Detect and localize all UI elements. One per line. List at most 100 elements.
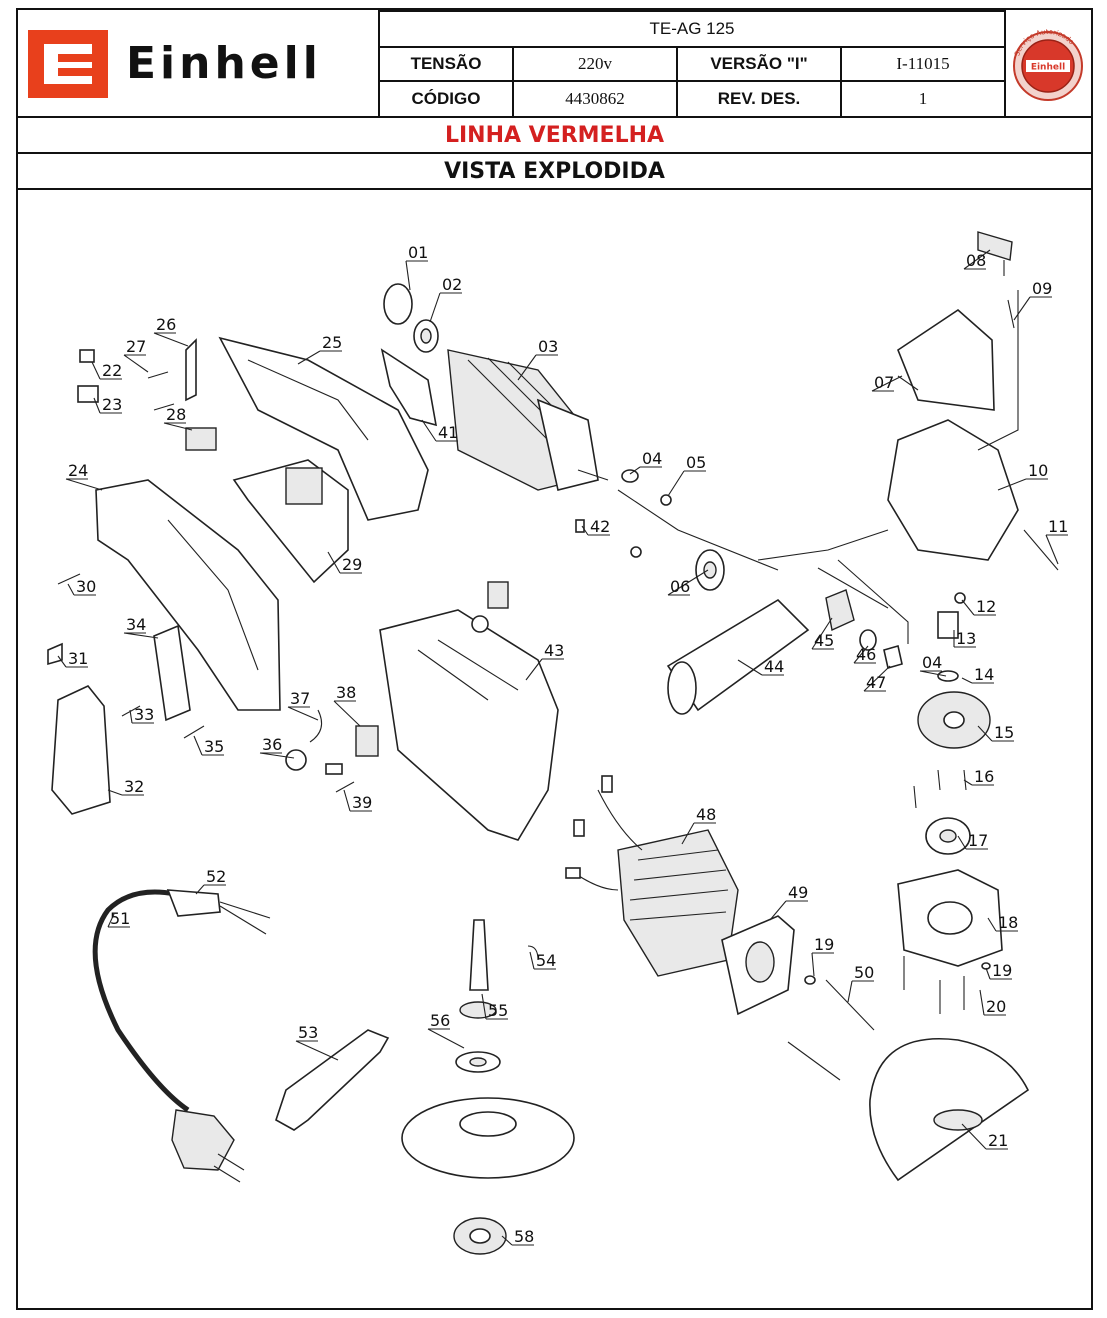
- part-callout: 20: [979, 989, 1006, 1016]
- part-callout: 49: [769, 883, 808, 921]
- authorized-service-seal: Serviço Autorizado Einhell: [1004, 10, 1091, 118]
- part-leader-line: [871, 375, 903, 392]
- part-number-label: 58: [514, 1227, 534, 1246]
- part-callout: 23: [93, 395, 122, 414]
- part-leader-line: [961, 1123, 987, 1150]
- part-leader-line: [847, 980, 853, 1003]
- part-number-label: 48: [696, 805, 716, 824]
- part-number-label: 21: [988, 1131, 1008, 1150]
- part-leader-line: [581, 525, 589, 536]
- part-number-label: 22: [102, 361, 122, 380]
- part-callout: 53: [295, 1023, 339, 1061]
- part-number-label: 38: [336, 683, 356, 702]
- part-number-label: 25: [322, 333, 342, 352]
- part-callout: 08: [963, 249, 991, 270]
- part-leader-line: [481, 993, 487, 1020]
- part-number-label: 50: [854, 963, 874, 982]
- part-number-label: 53: [298, 1023, 318, 1042]
- versao-value-cell: I-11015: [840, 46, 1006, 82]
- part-leader-line: [65, 478, 103, 491]
- part-number-label: 34: [126, 615, 146, 634]
- exploded-view-svg: 0102030405060708091011121304141516171819…: [47, 231, 1068, 1255]
- part-number-label: 13: [956, 629, 976, 648]
- part-leader-line: [297, 350, 321, 365]
- versao-label-cell: VERSÃO "I": [676, 46, 842, 82]
- brand-logo: Einhell: [18, 10, 380, 118]
- part-number-label: 07: [874, 373, 894, 392]
- part-callout: 19: [985, 961, 1012, 980]
- rev-label-cell: REV. DES.: [676, 80, 842, 118]
- part-number-label: 33: [134, 705, 154, 724]
- part-number-label: 51: [110, 909, 130, 928]
- part-leader-line: [977, 725, 993, 742]
- codigo-value-cell: 4430862: [512, 80, 678, 118]
- part-number-label: 04: [922, 653, 942, 672]
- part-callout: 11: [1045, 517, 1068, 565]
- part-leader-line: [107, 789, 123, 796]
- part-number-label: 42: [590, 517, 610, 536]
- part-number-label: 17: [968, 831, 988, 850]
- part-callout: 31: [57, 649, 88, 668]
- part-number-label: 04: [642, 449, 662, 468]
- part-number-label: 39: [352, 793, 372, 812]
- brand-mark-icon: [28, 30, 108, 98]
- part-callout: 25: [297, 333, 342, 365]
- part-leader-line: [963, 779, 973, 786]
- part-number-label: 19: [814, 935, 834, 954]
- part-callout: 32: [107, 777, 144, 796]
- part-leader-line: [123, 632, 159, 639]
- part-callout: 39: [343, 789, 372, 812]
- part-callout: 12: [961, 597, 996, 616]
- part-callout: 22: [91, 361, 122, 380]
- part-number-label: 14: [974, 665, 994, 684]
- part-leader-line: [295, 1040, 339, 1061]
- part-callout: 46: [853, 645, 876, 664]
- part-number-label: 27: [126, 337, 146, 356]
- part-callout: 36: [259, 735, 295, 759]
- part-leader-line: [529, 951, 535, 970]
- part-callout: 55: [481, 993, 508, 1020]
- part-number-label: 10: [1028, 461, 1048, 480]
- part-callout: 14: [961, 665, 994, 684]
- part-leader-line: [153, 332, 189, 347]
- part-leader-line: [919, 670, 947, 677]
- part-leader-line: [193, 735, 203, 756]
- part-callout: 19: [811, 935, 834, 977]
- part-number-label: 12: [976, 597, 996, 616]
- part-leader-line: [501, 1235, 513, 1246]
- part-callout: 33: [129, 705, 154, 724]
- part-callout: 45: [811, 617, 834, 650]
- part-number-label: 37: [290, 689, 310, 708]
- part-callout: 30: [67, 577, 96, 596]
- part-callout: 02: [429, 275, 462, 323]
- codigo-label-cell: CÓDIGO: [378, 80, 514, 118]
- part-callout: 16: [963, 767, 994, 786]
- part-number-label: 31: [68, 649, 88, 668]
- part-number-label: 01: [408, 243, 428, 262]
- part-leader-line: [667, 569, 709, 596]
- part-callout: 48: [681, 805, 716, 845]
- part-callout: 28: [163, 405, 193, 431]
- part-number-label: 19: [992, 961, 1012, 980]
- part-leader-line: [421, 419, 437, 442]
- part-leader-line: [327, 551, 341, 574]
- part-callout: 07: [871, 373, 903, 392]
- line-title: LINHA VERMELHA: [18, 118, 1091, 154]
- model-name: TE-AG 125: [649, 19, 735, 38]
- part-number-label: 54: [536, 951, 556, 970]
- part-callout: 50: [847, 963, 874, 1003]
- part-number-label: 03: [538, 337, 558, 356]
- part-shapes: [47, 231, 1059, 1255]
- part-callout: 52: [195, 867, 226, 895]
- part-leader-line: [985, 967, 991, 980]
- part-leader-line: [853, 645, 869, 664]
- part-number-label: 46: [856, 645, 876, 664]
- part-callout: 44: [737, 657, 784, 676]
- part-number-label: 16: [974, 767, 994, 786]
- part-callout: 03: [517, 337, 558, 381]
- part-leader-line: [629, 466, 641, 475]
- part-leader-line: [1013, 296, 1031, 321]
- brand-wordmark: Einhell: [126, 38, 322, 89]
- part-callout: 43: [525, 641, 564, 681]
- part-callout: 27: [123, 337, 149, 373]
